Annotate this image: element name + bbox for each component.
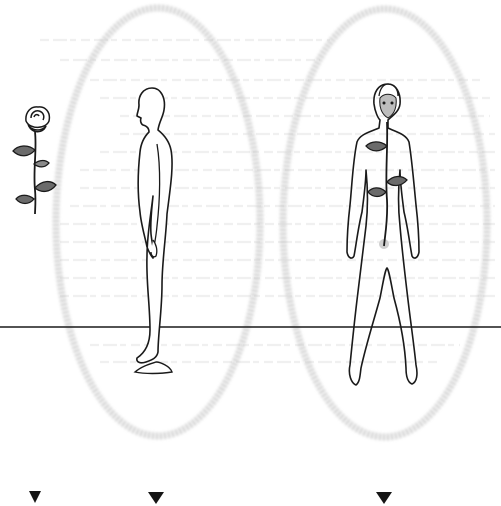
profile-root-arrowhead xyxy=(148,492,164,504)
aura-ellipse-front xyxy=(279,5,491,441)
front-body-leaves xyxy=(365,141,408,198)
rose-stem xyxy=(33,131,37,215)
front-body-outline xyxy=(346,83,420,386)
front-root-arrowhead xyxy=(376,492,392,504)
rose-root-arrowhead xyxy=(29,491,41,503)
human-profile-figure xyxy=(133,87,173,504)
front-face-shading xyxy=(379,93,397,119)
profile-foot xyxy=(133,361,173,375)
front-eye-right xyxy=(390,101,394,105)
front-spine-stem xyxy=(383,121,389,247)
rose-leaves xyxy=(12,145,57,205)
profile-body-outline xyxy=(136,87,173,364)
rose-bloom xyxy=(25,106,51,133)
aura-ellipse-profile xyxy=(52,4,264,440)
rose-figure xyxy=(12,106,57,503)
front-head-outline xyxy=(378,83,399,97)
front-eye-left xyxy=(382,101,386,105)
background-text-texture xyxy=(40,38,495,364)
human-front-figure xyxy=(346,83,420,504)
profile-hand xyxy=(150,239,158,258)
